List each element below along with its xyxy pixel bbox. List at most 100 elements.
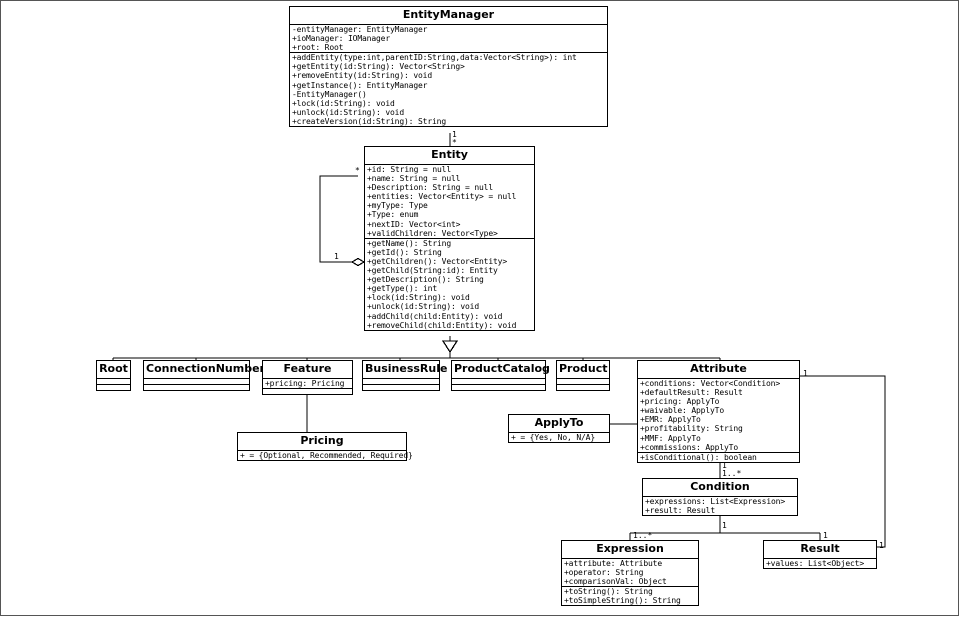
operations-compartment bbox=[97, 385, 130, 390]
attributes-compartment: -entityManager: EntityManager +ioManager… bbox=[290, 25, 607, 54]
attribute-row: +Type: enum bbox=[367, 210, 419, 220]
attribute-row: +profitability: String bbox=[640, 424, 743, 434]
multiplicity-attribute-right: 1 bbox=[803, 369, 808, 378]
class-pricing[interactable]: Pricing + = {Optional, Recommended, Requ… bbox=[237, 432, 413, 462]
class-title: EntityManager bbox=[290, 7, 607, 25]
operation-row: +lock(id:String): void bbox=[292, 98, 395, 108]
attributes-compartment: +expressions: List<Expression> +result: … bbox=[643, 497, 797, 515]
operation-row: +toString(): String bbox=[564, 587, 653, 597]
class-title: Entity bbox=[365, 147, 534, 165]
class-title: Root bbox=[97, 361, 130, 379]
attributes-compartment bbox=[557, 379, 609, 385]
class-feature[interactable]: Feature +pricing: Pricing bbox=[262, 360, 353, 396]
operations-compartment bbox=[557, 385, 609, 390]
attribute-row: +id: String = null bbox=[367, 165, 451, 174]
attribute-row: +defaultResult: Result bbox=[640, 388, 743, 398]
class-title: Result bbox=[764, 541, 876, 559]
attributes-compartment: +attribute: Attribute +operator: String … bbox=[562, 559, 698, 588]
class-condition[interactable]: Condition +expressions: List<Expression>… bbox=[642, 478, 798, 517]
operation-row: +createVersion(id:String): String bbox=[292, 116, 446, 126]
operations-compartment: +isConditional(): boolean bbox=[638, 453, 799, 462]
attribute-row: +validChildren: Vector<Type> bbox=[367, 228, 498, 238]
class-business-rule[interactable]: BusinessRule bbox=[362, 360, 447, 391]
multiplicity-em-entity-top: 1 bbox=[452, 130, 457, 139]
class-expression[interactable]: Expression +attribute: Attribute +operat… bbox=[561, 540, 699, 607]
attribute-row: +myType: Type bbox=[367, 201, 428, 211]
operation-row: +getType(): int bbox=[367, 284, 437, 294]
operation-row: +getName(): String bbox=[367, 238, 451, 248]
attributes-compartment bbox=[363, 379, 439, 385]
class-root[interactable]: Root bbox=[96, 360, 131, 391]
operation-row: +lock(id:String): void bbox=[367, 293, 470, 303]
operations-compartment bbox=[263, 389, 352, 394]
class-apply-to[interactable]: ApplyTo + = {Yes, No, N/A} bbox=[508, 414, 610, 444]
attribute-row: +nextID: Vector<int> bbox=[367, 219, 461, 229]
attribute-row: +entities: Vector<Entity> = null bbox=[367, 192, 517, 202]
operation-row: +getEntity(id:String): Vector<String> bbox=[292, 62, 465, 72]
attributes-compartment: +conditions: Vector<Condition> +defaultR… bbox=[638, 379, 799, 453]
attribute-row: +pricing: ApplyTo bbox=[640, 397, 720, 407]
class-entity[interactable]: Entity +id: String = null +name: String … bbox=[364, 146, 535, 331]
operation-row: +removeEntity(id:String): void bbox=[292, 71, 432, 81]
attributes-compartment: +values: List<Object> bbox=[764, 559, 876, 568]
attribute-row: + = {Optional, Recommended, Required} bbox=[240, 451, 413, 460]
attribute-row: +Description: String = null bbox=[367, 183, 493, 193]
operation-row: +removeChild(child:Entity): void bbox=[367, 320, 517, 330]
class-title: BusinessRule bbox=[363, 361, 447, 379]
multiplicity-attribute-bottom: 1 bbox=[722, 461, 727, 470]
operation-row: +toSimpleString(): String bbox=[564, 596, 681, 606]
class-title: Condition bbox=[643, 479, 797, 497]
class-product-catalog[interactable]: ProductCatalog bbox=[451, 360, 550, 391]
operation-row: -EntityManager() bbox=[292, 89, 367, 99]
attributes-compartment bbox=[144, 379, 249, 385]
operations-compartment: +getName(): String +getId(): String +get… bbox=[365, 239, 534, 330]
operation-row: +isConditional(): boolean bbox=[640, 452, 757, 462]
multiplicity-condition-top: 1..* bbox=[722, 469, 742, 478]
attributes-compartment bbox=[97, 379, 130, 385]
operation-row: +getDescription(): String bbox=[367, 275, 484, 285]
multiplicity-em-entity-bottom: * bbox=[452, 138, 457, 147]
attribute-row: +waivable: ApplyTo bbox=[640, 406, 724, 416]
class-title: ConnectionNumber bbox=[144, 361, 265, 379]
attributes-compartment bbox=[452, 379, 545, 385]
operation-row: +getChildren(): Vector<Entity> bbox=[367, 256, 507, 266]
operations-compartment bbox=[144, 385, 249, 390]
multiplicity-entity-self-child: 1 bbox=[334, 252, 339, 261]
class-product[interactable]: Product bbox=[556, 360, 610, 391]
attribute-row: +pricing: Pricing bbox=[265, 379, 345, 388]
operation-row: +addEntity(type:int,parentID:String,data… bbox=[292, 53, 577, 63]
attribute-row: +values: List<Object> bbox=[766, 559, 864, 568]
class-connection-number[interactable]: ConnectionNumber bbox=[143, 360, 265, 391]
attribute-row: +expressions: List<Expression> bbox=[645, 497, 785, 506]
attribute-row: +ioManager: IOManager bbox=[292, 34, 390, 44]
operations-compartment: +addEntity(type:int,parentID:String,data… bbox=[290, 53, 607, 126]
attribute-row: +operator: String bbox=[564, 568, 644, 578]
multiplicity-result-right: 1 bbox=[879, 541, 884, 550]
class-title: Attribute bbox=[638, 361, 799, 379]
multiplicity-entity-self-parent: * bbox=[355, 166, 360, 175]
multiplicity-expression-left: 1..* bbox=[633, 531, 653, 540]
class-attribute[interactable]: Attribute +conditions: Vector<Condition>… bbox=[637, 360, 800, 463]
attribute-row: -entityManager: EntityManager bbox=[292, 25, 428, 34]
operation-row: +unlock(id:String): void bbox=[292, 107, 404, 117]
operation-row: +getInstance(): EntityManager bbox=[292, 80, 428, 90]
attribute-row: +MMF: ApplyTo bbox=[640, 433, 701, 443]
operations-compartment: +toString(): String +toSimpleString(): S… bbox=[562, 587, 698, 605]
class-title: Product bbox=[557, 361, 609, 379]
class-entity-manager[interactable]: EntityManager -entityManager: EntityMana… bbox=[289, 6, 608, 128]
multiplicity-result-top: 1 bbox=[823, 531, 828, 540]
attribute-row: +conditions: Vector<Condition> bbox=[640, 379, 780, 388]
operations-compartment bbox=[363, 385, 439, 390]
class-title: ApplyTo bbox=[509, 415, 609, 433]
attributes-compartment: + = {Yes, No, N/A} bbox=[509, 433, 609, 442]
attributes-compartment: + = {Optional, Recommended, Required} bbox=[238, 451, 413, 460]
attributes-compartment: +pricing: Pricing bbox=[263, 379, 352, 390]
class-title: Expression bbox=[562, 541, 698, 559]
attribute-row: +comparisonVal: Object bbox=[564, 577, 667, 587]
class-title: Pricing bbox=[238, 433, 406, 451]
class-result[interactable]: Result +values: List<Object> bbox=[763, 540, 877, 570]
attribute-row: +attribute: Attribute bbox=[564, 559, 662, 568]
attribute-row: +name: String = null bbox=[367, 174, 461, 184]
operations-compartment bbox=[452, 385, 545, 390]
